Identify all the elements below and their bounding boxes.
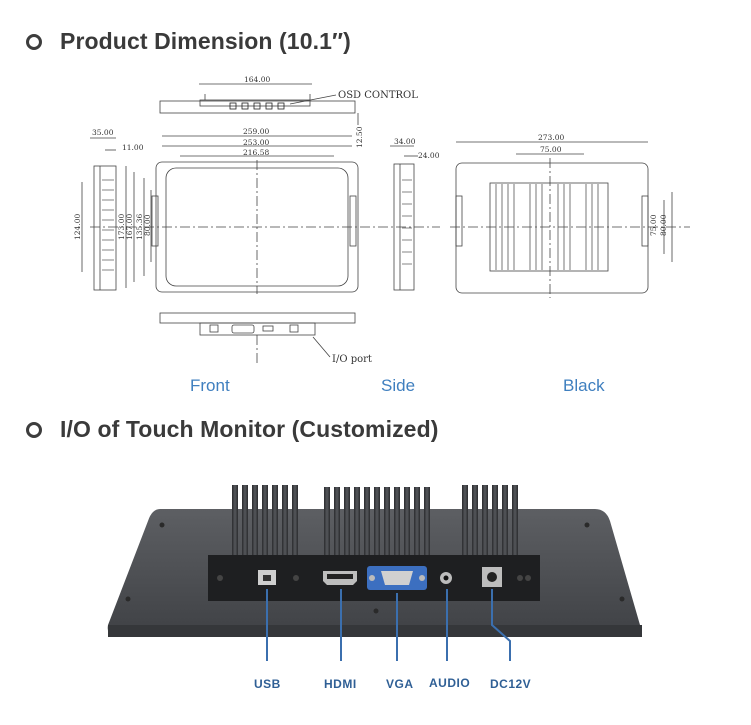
device-photo <box>107 485 642 661</box>
port-label-audio: AUDIO <box>429 676 471 690</box>
view-label-back: Black <box>563 376 605 395</box>
dim-back-w1: 273.00 <box>538 133 564 142</box>
bottom-view-body <box>159 312 356 324</box>
view-label-front: Front <box>190 376 230 395</box>
io-port-label: I/O port <box>332 354 372 365</box>
dimension-drawing: 164.00 OSD CONTROL 259.00 253.00 216.58 … <box>73 75 690 365</box>
dim-front-w1: 259.00 <box>243 127 269 136</box>
dim-back-h1: 75.00 <box>649 214 658 236</box>
dim-top-width: 164.00 <box>244 75 270 84</box>
section-title-io: I/O of Touch Monitor (Customized) <box>26 416 439 443</box>
dim-left-depth: 35.00 <box>92 128 114 137</box>
dim-h5: 80.00 <box>143 214 152 236</box>
port-label-hdmi: HDMI <box>324 677 357 691</box>
port-label-usb: USB <box>254 677 281 691</box>
dim-h4: 135.36 <box>135 214 144 240</box>
dim-side-d2: 24.00 <box>418 151 440 160</box>
section-title-text: I/O of Touch Monitor (Customized) <box>60 416 439 442</box>
dim-front-w3: 216.58 <box>243 148 269 157</box>
dim-h3: 167.00 <box>125 214 134 240</box>
view-label-side: Side <box>381 376 416 395</box>
dim-front-margin: 12.50 <box>355 126 364 148</box>
port-label-vga: VGA <box>386 677 414 691</box>
dim-back-h2: 80.00 <box>659 214 668 236</box>
back-view-frame <box>455 162 649 294</box>
dim-left-depth2: 11.00 <box>122 143 144 152</box>
port-label-dc12v: DC12V <box>490 677 532 691</box>
section-title-text: Product Dimension (10.1″) <box>60 28 351 54</box>
dim-h1: 124.00 <box>73 214 82 240</box>
side-view <box>393 163 415 291</box>
dim-front-w2: 253.00 <box>243 138 269 147</box>
dim-back-w2: 75.00 <box>540 145 562 154</box>
dim-h2: 173.00 <box>117 214 126 240</box>
dim-side-d1: 34.00 <box>394 137 416 146</box>
osd-control-label: OSD CONTROL <box>338 90 418 101</box>
circle-bullet-icon <box>26 421 42 438</box>
section-title-dimension: Product Dimension (10.1″) <box>26 28 351 55</box>
circle-bullet-icon <box>26 33 42 50</box>
left-side-view <box>93 165 117 291</box>
top-view-body <box>159 100 356 114</box>
